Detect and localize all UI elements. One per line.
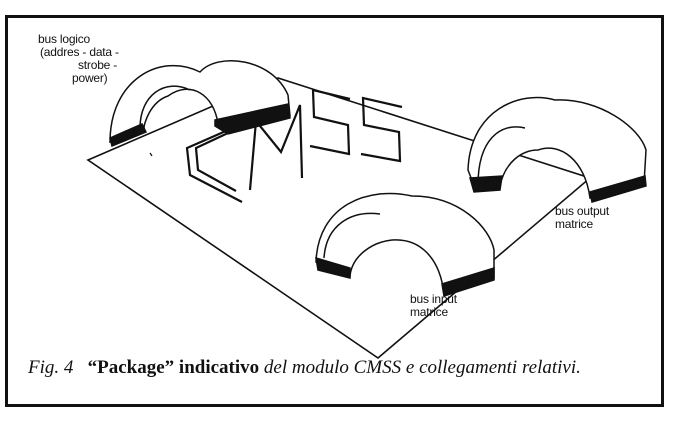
label-bus-logico-line1: bus logico <box>38 32 91 46</box>
label-bus-logico-line2: (addres - data - <box>40 45 119 59</box>
label-bus-logico-line4: power) <box>72 71 108 85</box>
label-bus-input-line1: bus input <box>410 292 457 306</box>
caption-fig-number: Fig. 4 <box>28 357 74 378</box>
bus-output-arch <box>467 96 647 203</box>
label-bus-input-line2: matrice <box>410 305 448 319</box>
figure-caption: Fig. 4 “Package” indicativo del modulo C… <box>28 358 658 378</box>
label-bus-output: bus output matrice <box>555 205 609 231</box>
letter-c-inner <box>194 132 237 192</box>
caption-rest: del modulo CMSS e collegamenti relativi. <box>263 357 581 378</box>
letter-m <box>248 104 304 191</box>
letter-s2 <box>360 96 403 163</box>
label-bus-logico-line3: strobe - <box>78 58 118 72</box>
board-mark <box>149 152 153 157</box>
bus-logico-arch <box>109 60 291 148</box>
figure-frame <box>5 15 664 407</box>
label-bus-output-line1: bus output <box>555 204 610 218</box>
bus-input-arch <box>315 192 495 297</box>
caption-package: “Package” indicativo <box>87 357 260 378</box>
letter-s1 <box>309 88 351 156</box>
label-bus-input: bus input matrice <box>410 293 457 319</box>
label-bus-logico: bus logico (addres - data - strobe - pow… <box>38 33 119 85</box>
label-bus-output-line2: matrice <box>555 217 593 231</box>
letter-c-outer <box>185 125 243 203</box>
cmss-outline-letters <box>185 88 403 203</box>
